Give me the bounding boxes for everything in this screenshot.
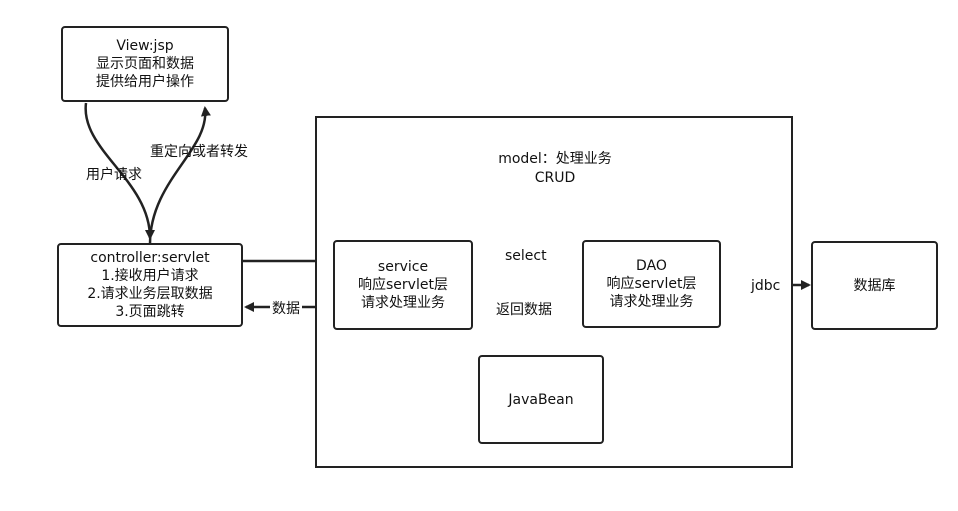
select-label: select [503,247,549,265]
javabean-box: JavaBean [478,355,604,444]
dao-line-2: 请求处理业务 [609,294,694,310]
controller-title: controller:servlet [90,250,210,266]
model-title: model：处理业务 [498,151,612,167]
service-title: service [377,259,429,275]
return-data-label: 返回数据 [494,301,554,319]
redirect-forward-label: 重定向或者转发 [150,144,248,160]
redirect-forward-arrow [148,106,211,245]
dao-title: DAO [636,258,667,274]
data-label: 数据 [270,300,302,318]
dao-box: DAO 响应servlet层 请求处理业务 [582,240,721,328]
view-line-1: 显示页面和数据 [96,56,194,72]
view-title: View:jsp [116,38,174,54]
user-request-label: 用户请求 [86,167,142,183]
controller-line-2: 2.请求业务层取数据 [87,286,213,302]
javabean-title: JavaBean [508,391,574,408]
model-subtitle: CRUD [534,170,576,186]
controller-line-3: 3.页面跳转 [115,304,185,320]
service-line-1: 响应servlet层 [358,277,448,293]
database-title: 数据库 [853,277,896,294]
view-line-2: 提供给用户操作 [96,74,194,90]
database-box: 数据库 [811,241,938,330]
service-box: service 响应servlet层 请求处理业务 [333,240,473,330]
dao-line-1: 响应servlet层 [606,276,697,292]
view-box: View:jsp 显示页面和数据 提供给用户操作 [61,26,229,102]
service-line-2: 请求处理业务 [361,295,445,311]
controller-line-1: 1.接收用户请求 [101,268,199,284]
controller-box: controller:servlet 1.接收用户请求 2.请求业务层取数据 3… [57,243,243,327]
jdbc-label: jdbc [749,277,783,295]
